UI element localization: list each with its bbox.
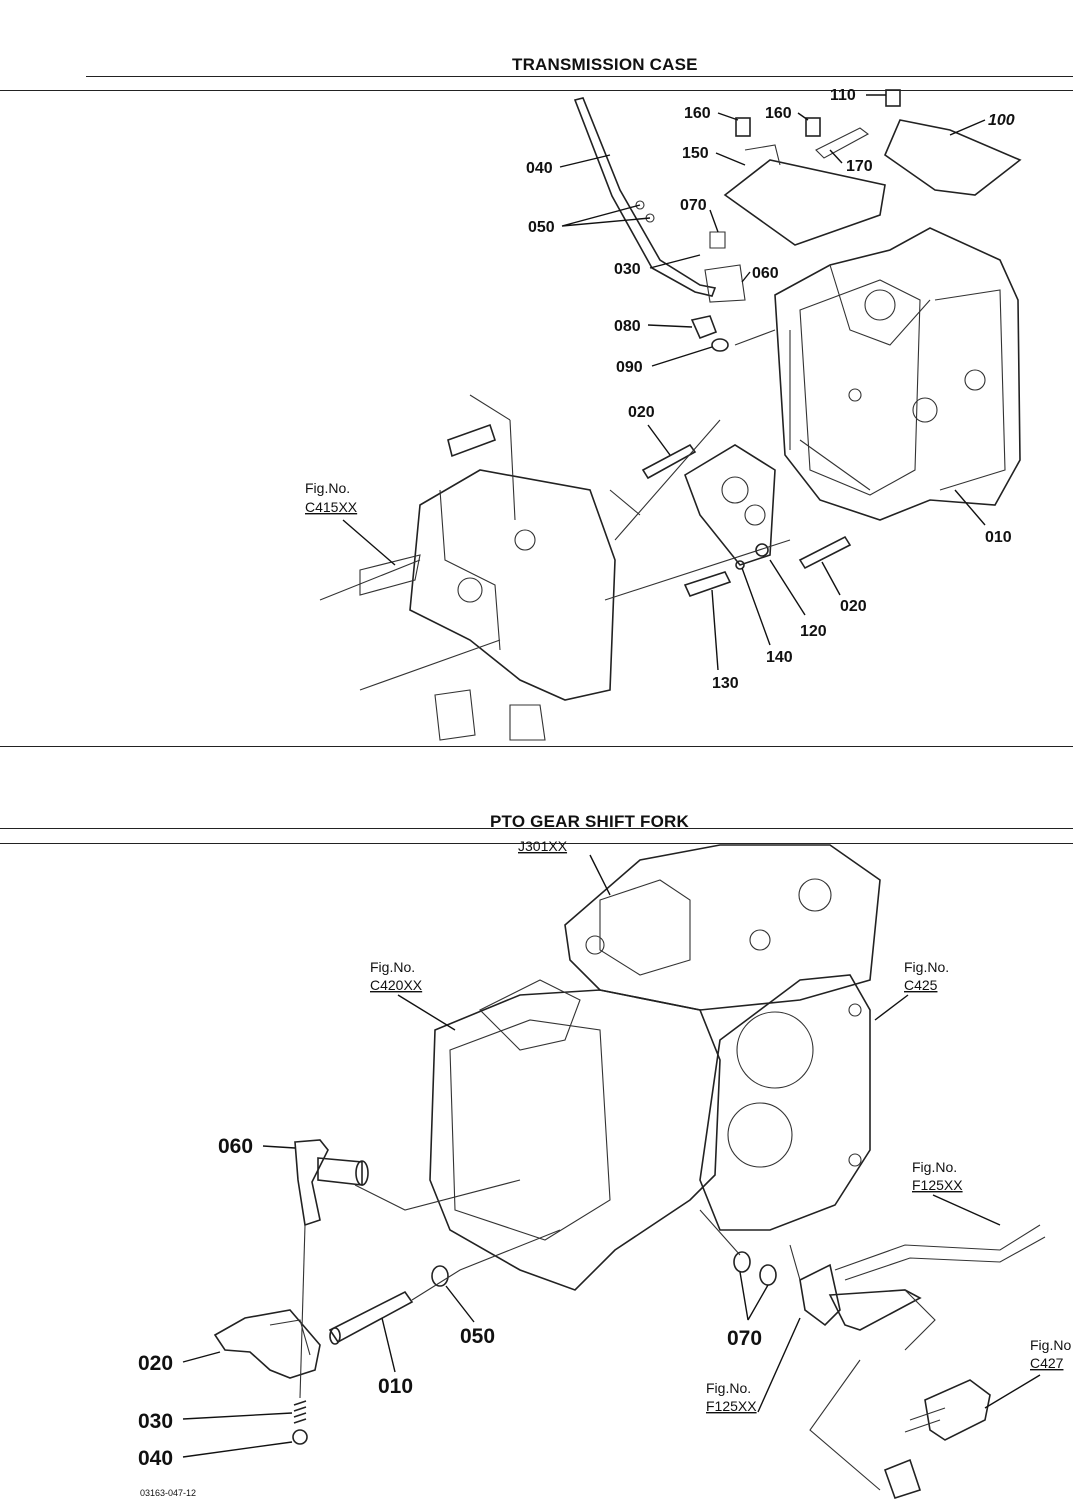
figref-f125xx: F125XX xyxy=(706,1398,757,1414)
figref-line1: Fig.No. xyxy=(370,959,415,975)
callout-050: 050 xyxy=(528,219,555,236)
figref-f125xx: F125XX xyxy=(912,1177,963,1193)
title-rule xyxy=(86,76,1073,77)
callout-060: 060 xyxy=(218,1135,253,1158)
callout-070: 070 xyxy=(680,197,707,214)
callout-070: 070 xyxy=(727,1327,762,1350)
transmission-case-labels: 110 160 160 100 150 170 040 070 050 030 … xyxy=(305,87,1015,692)
figref-c427: C427 xyxy=(1030,1355,1064,1371)
callout-020: 020 xyxy=(138,1352,173,1375)
figref-line1: Fig.No xyxy=(1030,1337,1071,1353)
transmission-case-leaders xyxy=(342,94,986,671)
callout-160: 160 xyxy=(765,105,792,122)
figref-line1: Fig.No. xyxy=(305,480,350,496)
section-frame-bottom xyxy=(0,746,1073,747)
callout-080: 080 xyxy=(614,318,641,335)
callout-140: 140 xyxy=(766,649,793,666)
section-title-transmission-case: TRANSMISSION CASE xyxy=(512,55,698,74)
title-rule xyxy=(0,828,1073,829)
section-title-pto-gear-shift-fork: PTO GEAR SHIFT FORK xyxy=(490,812,689,831)
section-frame-top xyxy=(0,90,1073,91)
callout-160: 160 xyxy=(684,105,711,122)
pto-housing-drawing xyxy=(213,844,1046,1499)
callout-100: 100 xyxy=(988,112,1015,129)
callout-020: 020 xyxy=(840,598,867,615)
callout-040: 040 xyxy=(138,1447,173,1470)
pto-leaders xyxy=(182,854,1041,1458)
figref-line1: Fig.No. xyxy=(912,1159,957,1175)
callout-030: 030 xyxy=(614,261,641,278)
figref-c425: C425 xyxy=(904,977,938,993)
callout-050: 050 xyxy=(460,1325,495,1348)
callout-030: 030 xyxy=(138,1410,173,1433)
figref-c420xx: C420XX xyxy=(370,977,423,993)
callout-020: 020 xyxy=(628,404,655,421)
figref-c415xx: C415XX xyxy=(305,499,358,515)
callout-110: 110 xyxy=(830,87,856,104)
callout-040: 040 xyxy=(526,160,553,177)
callout-150: 150 xyxy=(682,145,709,162)
callout-130: 130 xyxy=(712,675,739,692)
figref-line1: Fig.No. xyxy=(904,959,949,975)
callout-060: 060 xyxy=(752,265,779,282)
callout-010: 010 xyxy=(378,1375,413,1398)
callout-120: 120 xyxy=(800,623,827,640)
figref-j301xx: J301XX xyxy=(518,838,568,854)
pto-labels: 060 020 010 050 030 040 070 J301XX Fig.N… xyxy=(138,838,1071,1470)
figref-line1: Fig.No. xyxy=(706,1380,751,1396)
callout-090: 090 xyxy=(616,359,643,376)
callout-170: 170 xyxy=(846,158,873,175)
transmission-case-drawing xyxy=(319,89,1022,741)
diagram-code: 03163-047-12 xyxy=(140,1488,197,1498)
section-frame-top xyxy=(0,843,1073,844)
callout-010: 010 xyxy=(985,529,1012,546)
